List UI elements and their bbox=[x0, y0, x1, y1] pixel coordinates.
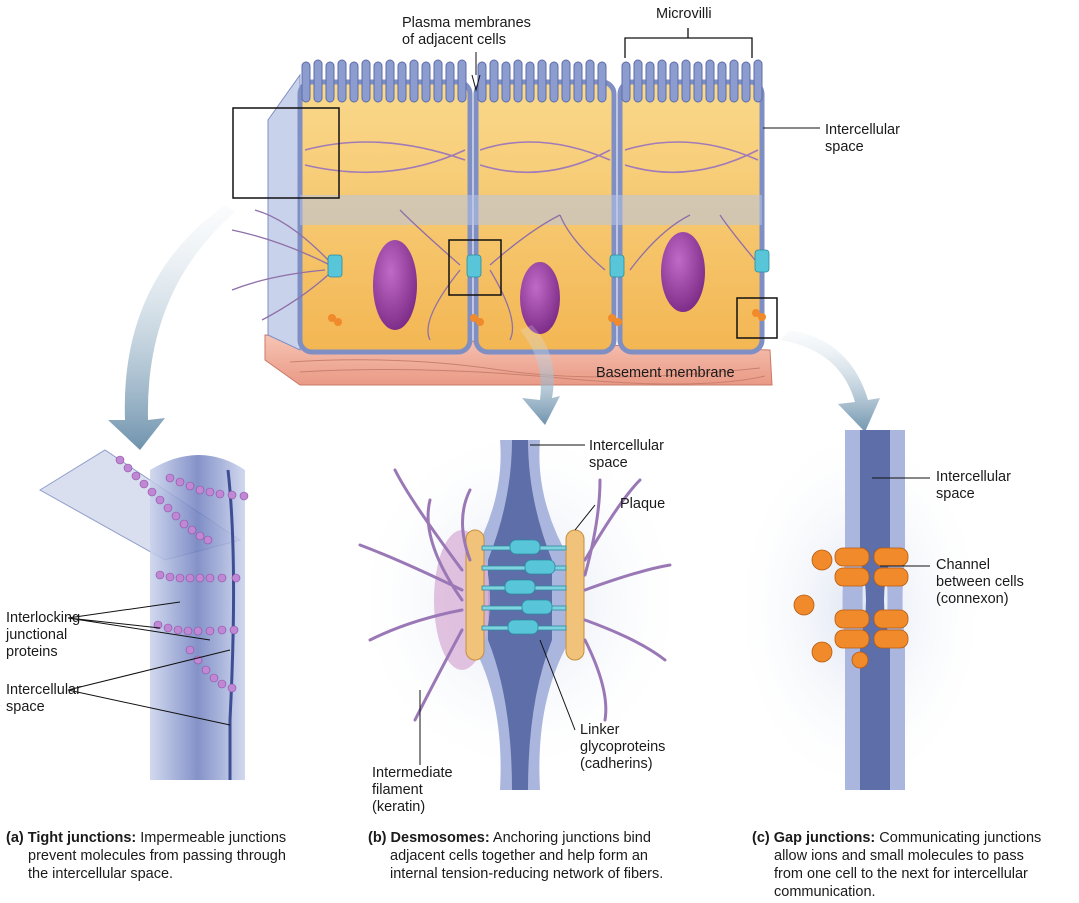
desmosome-small bbox=[327, 249, 770, 278]
zoom-box-tight bbox=[232, 107, 340, 199]
label-basement-membrane: Basement membrane bbox=[596, 365, 735, 381]
plaque-right bbox=[565, 529, 585, 661]
caption-tight-junctions: (a) Tight junctions: Impermeable junctio… bbox=[6, 829, 346, 883]
zoom-box-gap bbox=[736, 297, 778, 339]
nucleus bbox=[373, 240, 417, 330]
caption-tag: (c) bbox=[752, 830, 770, 846]
caption-tag: (b) bbox=[368, 830, 387, 846]
leader-lines-c bbox=[872, 477, 930, 567]
caption-line: allow ions and small molecules to pass bbox=[774, 848, 1024, 864]
microvilli-array bbox=[301, 59, 763, 103]
leader-lines-top bbox=[471, 52, 820, 129]
keratin-filaments bbox=[231, 209, 756, 341]
panel-gap-junction bbox=[730, 420, 990, 800]
junctional-protein-strands bbox=[115, 455, 249, 693]
terminal-web bbox=[304, 141, 759, 174]
arrow-to-gap bbox=[780, 330, 880, 432]
caption-gap-junctions: (c) Gap junctions: Communicating junctio… bbox=[752, 829, 1077, 901]
caption-line: internal tension-reducing network of fib… bbox=[390, 866, 664, 882]
zoom-box-desmosome bbox=[448, 239, 502, 296]
panel-desmosome bbox=[350, 420, 690, 790]
caption-line: Anchoring junctions bind bbox=[492, 830, 651, 846]
nucleus bbox=[520, 262, 560, 334]
caption-tag: (a) bbox=[6, 830, 24, 846]
caption-line: prevent molecules from passing through bbox=[28, 848, 286, 864]
intercellular-space-c bbox=[860, 430, 890, 790]
cadherins bbox=[481, 539, 567, 635]
microvilli-bracket bbox=[624, 28, 753, 58]
caption-line: Communicating junctions bbox=[879, 830, 1042, 846]
leader-lines-b bbox=[419, 444, 596, 765]
connexons bbox=[793, 547, 909, 669]
intercellular-space-b bbox=[488, 440, 552, 790]
plaque-left bbox=[465, 529, 485, 661]
caption-title: Gap junctions: bbox=[773, 830, 876, 846]
caption-line: communication. bbox=[774, 884, 876, 900]
caption-line: Impermeable junctions bbox=[140, 830, 287, 846]
caption-title: Desmosomes: bbox=[390, 830, 490, 846]
nucleus bbox=[661, 232, 705, 312]
cell-side-face bbox=[267, 73, 301, 351]
membrane-sheet-right bbox=[150, 455, 245, 780]
arrow-to-desmosome bbox=[520, 325, 560, 425]
zoom-arrows bbox=[108, 205, 880, 450]
caption-line: the intercellular space. bbox=[28, 866, 174, 882]
caption-line: adjacent cells together and help form an bbox=[390, 848, 648, 864]
label-microvilli: Microvilli bbox=[656, 6, 712, 22]
label-plaque: Plaque bbox=[620, 496, 666, 512]
caption-title: Tight junctions: bbox=[27, 830, 137, 846]
intermediate-filaments bbox=[358, 468, 672, 722]
leader-lines-a bbox=[67, 601, 231, 726]
caption-line: from one cell to the next for intercellu… bbox=[774, 866, 1028, 882]
epithelium-block bbox=[231, 28, 778, 386]
caption-desmosomes: (b) Desmosomes: Anchoring junctions bind… bbox=[368, 829, 728, 883]
gap-junction-small bbox=[328, 309, 766, 326]
panel-tight-junction bbox=[39, 449, 249, 780]
arrow-to-tight bbox=[108, 205, 235, 450]
